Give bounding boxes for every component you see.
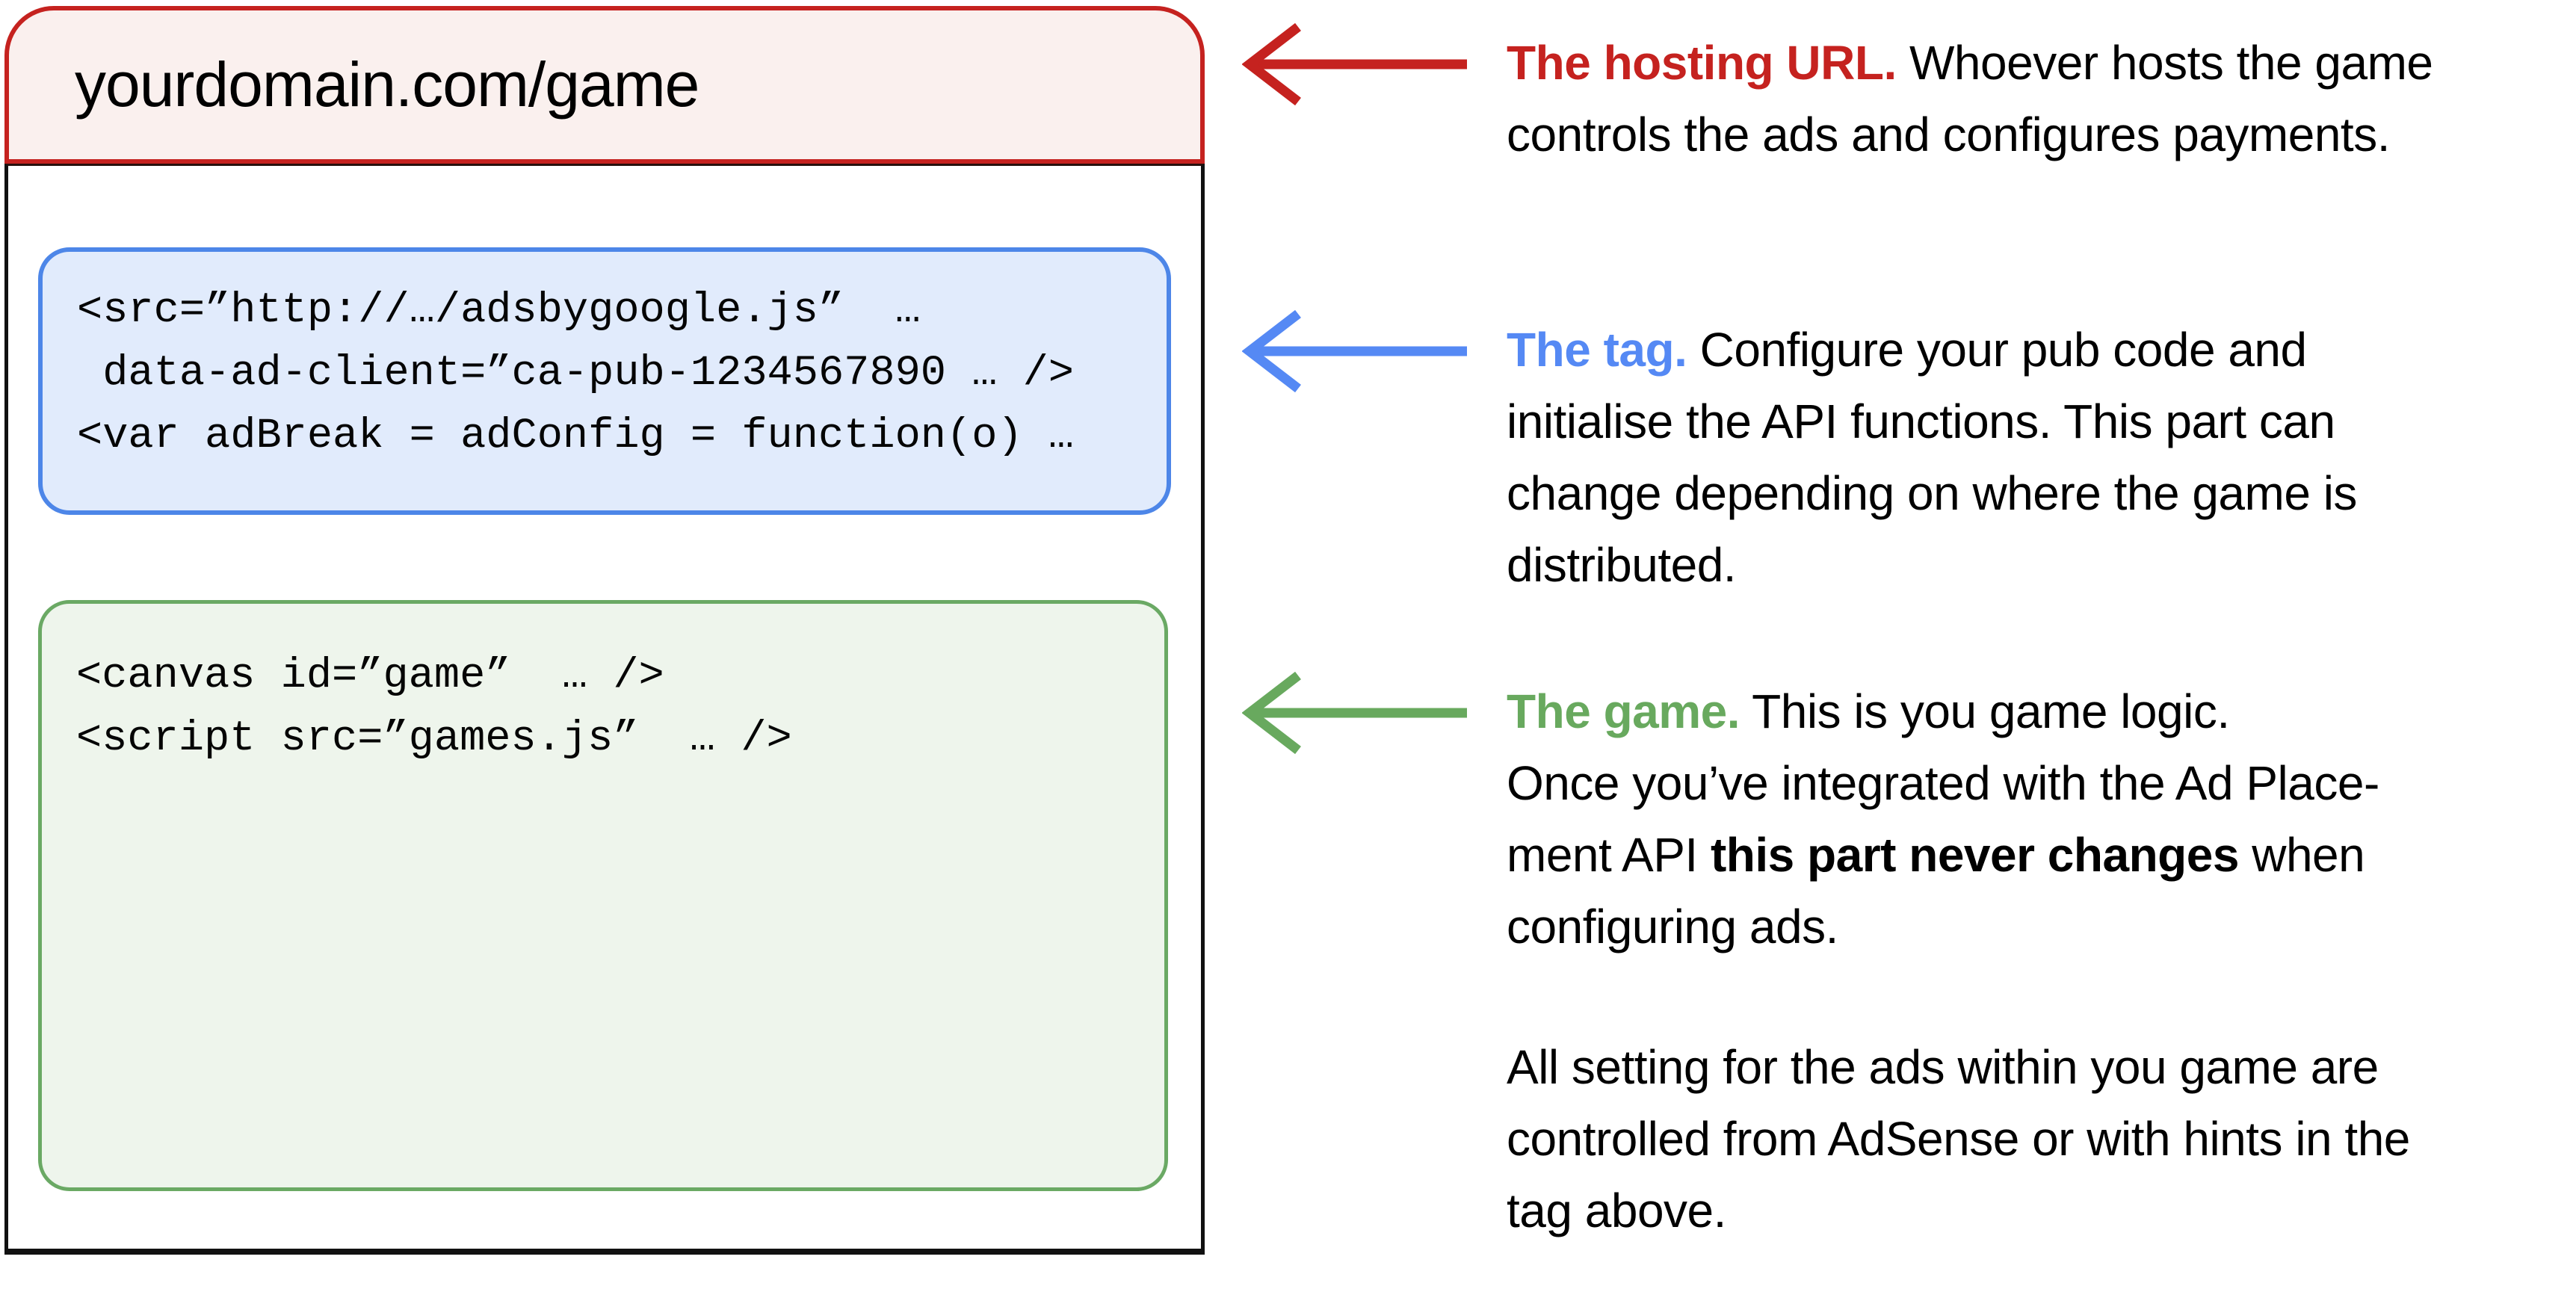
- hosting-url-text: yourdomain.com/game: [75, 49, 699, 120]
- annotation-tag: The tag. Configure your pub code and ini…: [1507, 314, 2575, 601]
- game-code-box: <canvas id=”game” … /> <script src=”game…: [38, 600, 1168, 1191]
- browser-url-bar: yourdomain.com/game: [4, 6, 1205, 164]
- green-left-arrow-icon: [1242, 668, 1470, 758]
- annotation-game-body-1: This is you game logic. Once you’ve inte…: [1507, 684, 2379, 882]
- annotation-hosting-url: The hosting URL. Whoever hosts the game …: [1507, 27, 2575, 170]
- annotation-game-body-2: when configuring ads.: [1507, 828, 2365, 953]
- annotation-hosting-url-body: Whoever hosts the game controls the ads …: [1507, 36, 2433, 161]
- blue-left-arrow-icon: [1242, 306, 1470, 396]
- annotation-game: The game. This is you game logic. Once y…: [1507, 676, 2575, 962]
- annotation-game-bold-phrase: this part never changes: [1710, 828, 2239, 882]
- ad-tag-code-box: <src=”http://…/adsbygoogle.js” … data-ad…: [38, 247, 1171, 515]
- ad-tag-code: <src=”http://…/adsbygoogle.js” … data-ad…: [77, 287, 1075, 460]
- game-code: <canvas id=”game” … /> <script src=”game…: [76, 652, 792, 763]
- annotation-tag-heading: The tag.: [1507, 323, 1687, 377]
- annotation-tag-body: Configure your pub code and initialise t…: [1507, 323, 2357, 592]
- annotation-ad-settings: All setting for the ads within you game …: [1507, 1031, 2575, 1246]
- annotation-hosting-url-heading: The hosting URL.: [1507, 36, 1897, 90]
- annotation-game-heading: The game.: [1507, 684, 1741, 738]
- red-left-arrow-icon: [1242, 19, 1470, 109]
- annotation-ad-settings-body: All setting for the ads within you game …: [1507, 1040, 2410, 1237]
